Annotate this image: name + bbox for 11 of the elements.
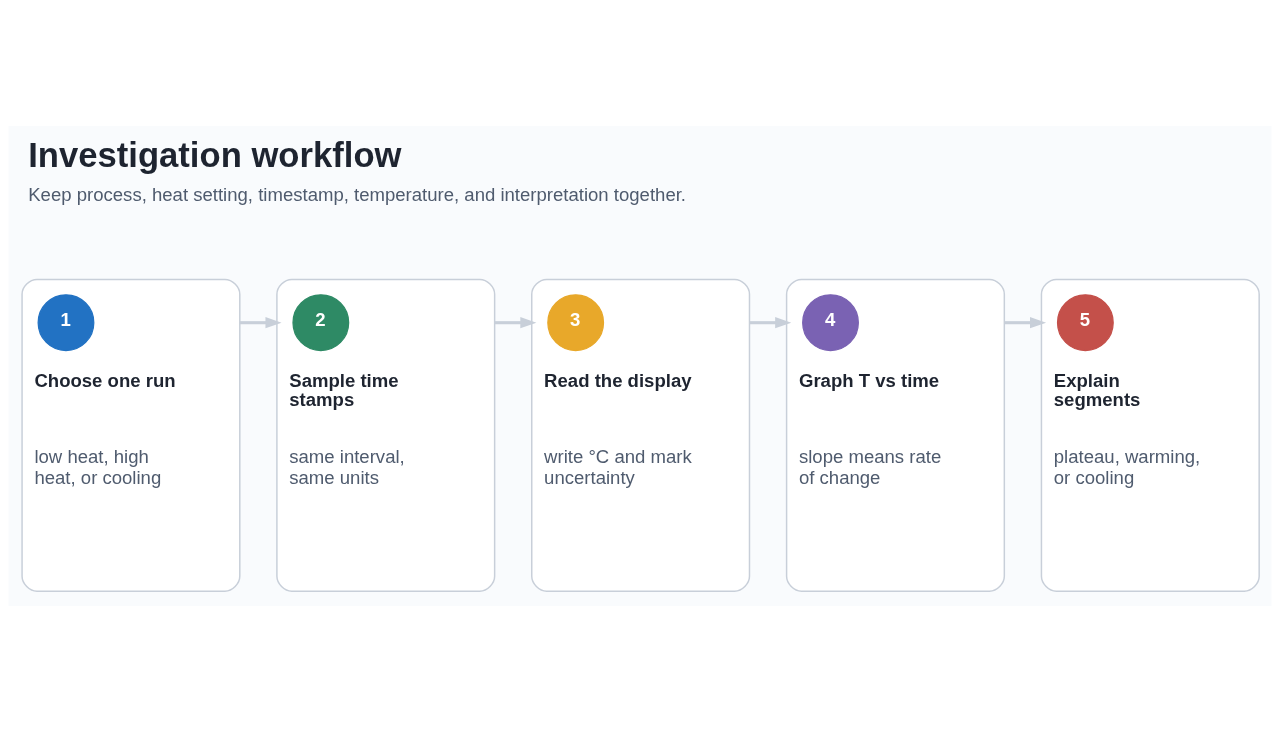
arrow [1004, 316, 1047, 328]
node-circle: 4 [802, 293, 859, 351]
node-circle: 5 [1056, 293, 1114, 351]
node-circle: 2 [292, 293, 350, 351]
arrow [494, 316, 537, 328]
node-circle: 1 [37, 293, 95, 351]
arrow [749, 316, 792, 328]
caption: Keep process, heat setting, timestamp, temperature, and interpretation together. [28, 183, 687, 205]
node-circle: 3 [547, 293, 605, 351]
diagram-title: Investigation workflow [28, 135, 402, 174]
arrow [239, 316, 282, 328]
